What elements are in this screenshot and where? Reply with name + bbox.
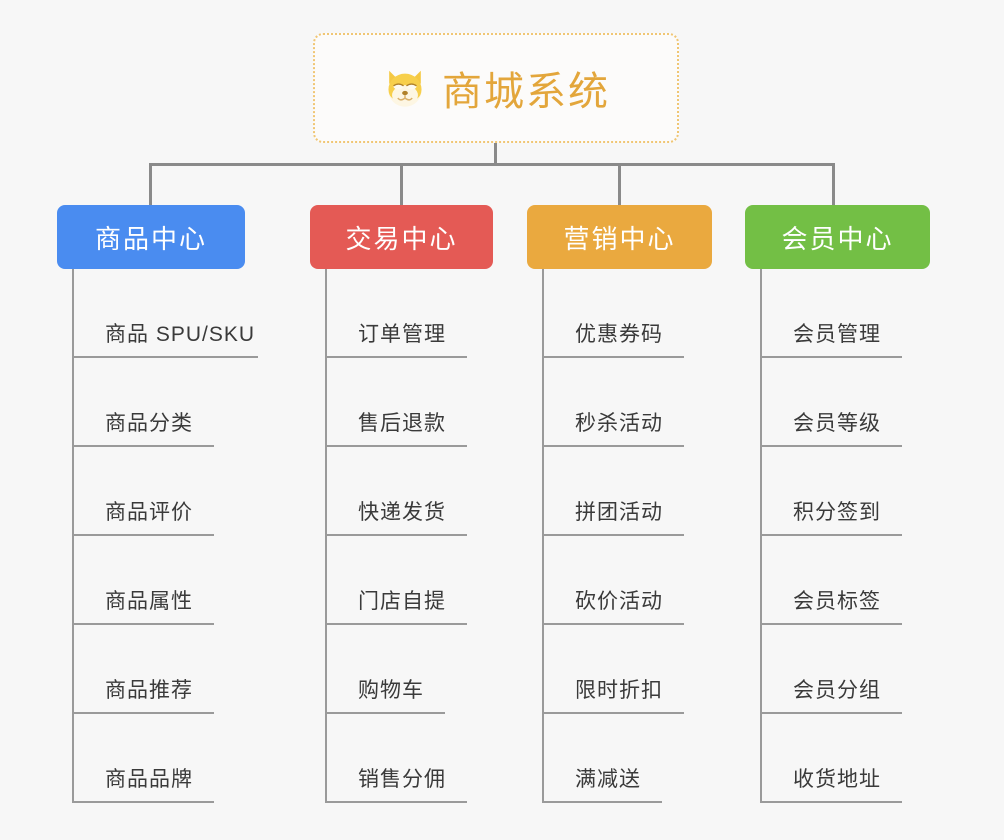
department-column-4: 会员中心 会员管理 会员等级 积分签到 会员标签 会员分组 [745, 205, 930, 803]
connector-drop-4 [832, 163, 835, 205]
root-node-title: 商城系统 [442, 70, 610, 114]
root-node-shopping-mall-system[interactable]: 商城系统 [313, 33, 679, 143]
list-item-rule [72, 356, 258, 358]
list-item-label: 销售分佣 [358, 768, 446, 791]
list-item-label: 商品属性 [105, 590, 193, 613]
list-item-rule [72, 801, 214, 803]
connector-root-stem [494, 143, 497, 165]
list-item-rule [325, 445, 467, 447]
list-item-rule [325, 712, 445, 714]
list-item-rule [542, 712, 684, 714]
list-item-rule [72, 712, 214, 714]
list-item-label: 积分签到 [793, 501, 881, 524]
list-item-rule [325, 623, 467, 625]
list-item-rule [760, 712, 902, 714]
list-item-label: 拼团活动 [575, 501, 663, 524]
list-item-label: 商品品牌 [105, 768, 193, 791]
connector-drop-2 [400, 163, 403, 205]
department-spine-4 [760, 269, 762, 803]
connector-drop-3 [618, 163, 621, 205]
list-item-rule [325, 801, 467, 803]
list-item-label: 商品 SPU/SKU [105, 323, 256, 346]
department-column-2: 交易中心 订单管理 售后退款 快递发货 门店自提 购物车 [310, 205, 493, 803]
list-item-rule [760, 534, 902, 536]
list-item-label: 会员管理 [793, 323, 881, 346]
department-spine-2 [325, 269, 327, 803]
list-item-label: 限时折扣 [575, 679, 663, 702]
department-column-3: 营销中心 优惠券码 秒杀活动 拼团活动 砍价活动 限时折扣 [527, 205, 712, 803]
list-item-label: 会员标签 [793, 590, 881, 613]
list-item-rule [542, 623, 684, 625]
department-spine-1 [72, 269, 74, 803]
list-item-rule [72, 623, 214, 625]
list-item-label: 商品评价 [105, 501, 193, 524]
department-header-1[interactable]: 商品中心 [57, 205, 245, 269]
list-item-label: 满减送 [575, 768, 641, 791]
dog-face-icon [382, 65, 428, 111]
list-item-rule [760, 623, 902, 625]
list-item-rule [542, 801, 662, 803]
list-item-rule [325, 534, 467, 536]
list-item-label: 订单管理 [358, 323, 446, 346]
department-header-3[interactable]: 营销中心 [527, 205, 712, 269]
list-item-rule [72, 534, 214, 536]
list-item-label: 优惠券码 [575, 323, 663, 346]
list-item-rule [542, 534, 684, 536]
list-item-rule [542, 445, 684, 447]
list-item-label: 商品分类 [105, 412, 193, 435]
list-item-rule [760, 356, 902, 358]
list-item-label: 商品推荐 [105, 679, 193, 702]
list-item-rule [325, 356, 467, 358]
list-item-label: 快递发货 [358, 501, 446, 524]
list-item-rule [542, 356, 684, 358]
connector-drop-1 [149, 163, 152, 205]
list-item-label: 会员分组 [793, 679, 881, 702]
list-item-label: 秒杀活动 [575, 412, 663, 435]
department-header-2[interactable]: 交易中心 [310, 205, 493, 269]
list-item-label: 门店自提 [358, 590, 446, 613]
department-header-4[interactable]: 会员中心 [745, 205, 930, 269]
list-item-rule [760, 445, 902, 447]
department-spine-3 [542, 269, 544, 803]
list-item-label: 售后退款 [358, 412, 446, 435]
list-item-label: 会员等级 [793, 412, 881, 435]
list-item-rule [72, 445, 214, 447]
list-item-label: 购物车 [358, 679, 424, 702]
list-item-label: 砍价活动 [575, 590, 663, 613]
list-item-rule [760, 801, 902, 803]
list-item-label: 收货地址 [793, 768, 881, 791]
department-column-1: 商品中心 商品 SPU/SKU 商品分类 商品评价 商品属性 商品推荐 [57, 205, 258, 803]
connector-horizontal-bus [149, 163, 835, 166]
